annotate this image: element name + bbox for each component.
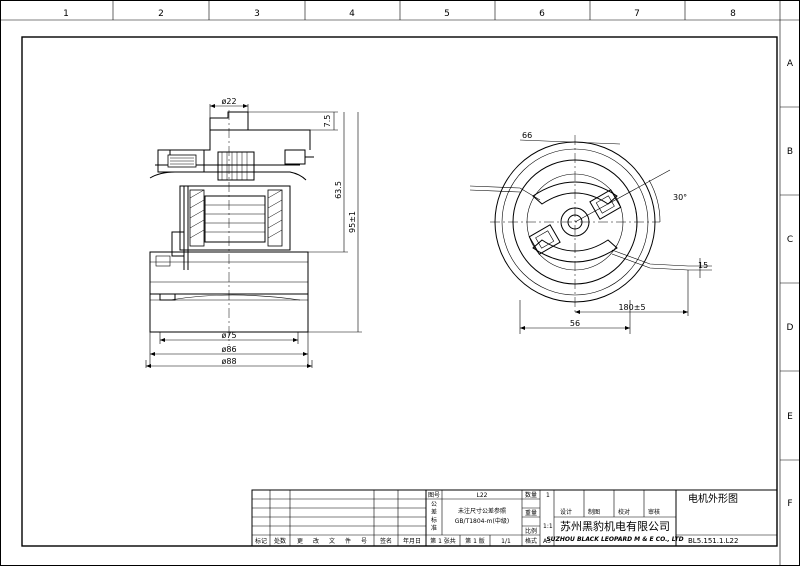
tol-char: 差 [431,508,437,516]
drawing-title: 电机外形图 [688,492,738,505]
angle-30: 30° [673,193,687,202]
top-view: 66 30° 15 180±5 56 [469,131,712,334]
field-winding-right [267,189,283,247]
dim-180: 180±5 [618,303,645,312]
qty-value: 1 [546,492,550,499]
col-label: 7 [634,9,640,19]
col-label: 5 [444,9,450,19]
tol-char: 准 [431,524,437,532]
tol-char: 公 [431,501,437,508]
row-label: D [787,323,794,333]
stator [179,185,291,251]
dim-dia22: ø22 [221,97,236,106]
row-label: E [787,412,793,422]
upper-bracket [169,129,311,160]
dim-15: 15 [698,261,708,270]
brush-left [528,224,561,255]
tolerance-line2: GB/T1804-m(中级) [455,517,509,525]
rev-header-count: 处数 [274,537,286,545]
stator-ring [512,159,638,285]
role-check: 校对 [618,508,630,516]
title-block: 标记 处数 更 改 文 件 号 签名 年月日 图号 L22 公 差 标 准 未注… [251,489,778,547]
dim-63-5: 63.5 [334,181,343,199]
rev-header-char: 件 [345,537,351,545]
dim-56: 56 [570,319,580,328]
dim-95: 95±1 [348,211,357,233]
rotor [560,207,590,237]
qty-label: 数量 [525,491,537,499]
sheet-mid: 第 1 版 [465,537,485,545]
col-label: 2 [158,9,164,19]
weight-label: 重量 [525,509,537,517]
row-label: B [787,147,793,157]
col-label: 8 [730,9,736,19]
tolerance-line1: 未注尺寸公差参照 [458,507,506,515]
company-en: SUZHOU BLACK LEOPARD M & E CO., LTD [546,536,683,543]
col-label: 6 [539,9,545,19]
field-winding-left [189,189,205,247]
scale-value: 1:1 [543,523,553,530]
col-label: 3 [254,9,260,19]
role-draft: 制图 [588,508,600,516]
sheet-of: 1/1 [501,538,511,545]
rev-header-date: 年月日 [403,537,421,545]
dim-66: 66 [522,131,532,140]
rev-header-sign: 签名 [380,537,392,545]
rev-header-char: 号 [361,538,367,545]
drawing-no-value: L22 [477,492,488,499]
rev-header-char: 更 [297,538,303,545]
drawing-no-label: 图号 [428,492,440,499]
doc-code: BL5.151.1.L22 [688,537,738,545]
col-label: 1 [63,9,69,19]
rev-header-char: 文 [329,537,335,545]
format-value: A3 [543,538,551,545]
top-boss [209,111,249,130]
role-approve: 审核 [648,508,660,516]
row-label: C [787,235,793,245]
scale-label: 比例 [525,527,537,535]
impeller-cover [149,293,309,333]
rev-header-char: 改 [313,537,319,545]
role-design: 设计 [560,508,572,516]
side-view: ø22 7.5 63.5 95±1 ø75 ø86 ø88 [145,97,362,368]
rev-header-mark: 标记 [255,537,267,545]
column-labels: 1 2 3 4 5 6 7 8 [63,9,736,19]
company-cn: 苏州黑豹机电有限公司 [560,519,670,533]
brush-right [589,189,622,220]
dim-dia86: ø86 [221,345,236,354]
row-label: F [787,499,792,509]
row-labels: A B C D E F [787,59,794,509]
commutator [217,151,255,181]
dim-7-5: 7.5 [323,115,332,128]
dim-dia75: ø75 [221,331,236,340]
row-label: A [787,59,794,69]
dim-dia88: ø88 [221,357,236,366]
brush-holder [157,149,205,173]
col-label: 4 [349,9,355,19]
tol-char: 标 [431,516,437,524]
format-label: 格式 [525,537,537,545]
armature [204,195,266,243]
sheet-text: 第 1 张共 [430,537,456,545]
